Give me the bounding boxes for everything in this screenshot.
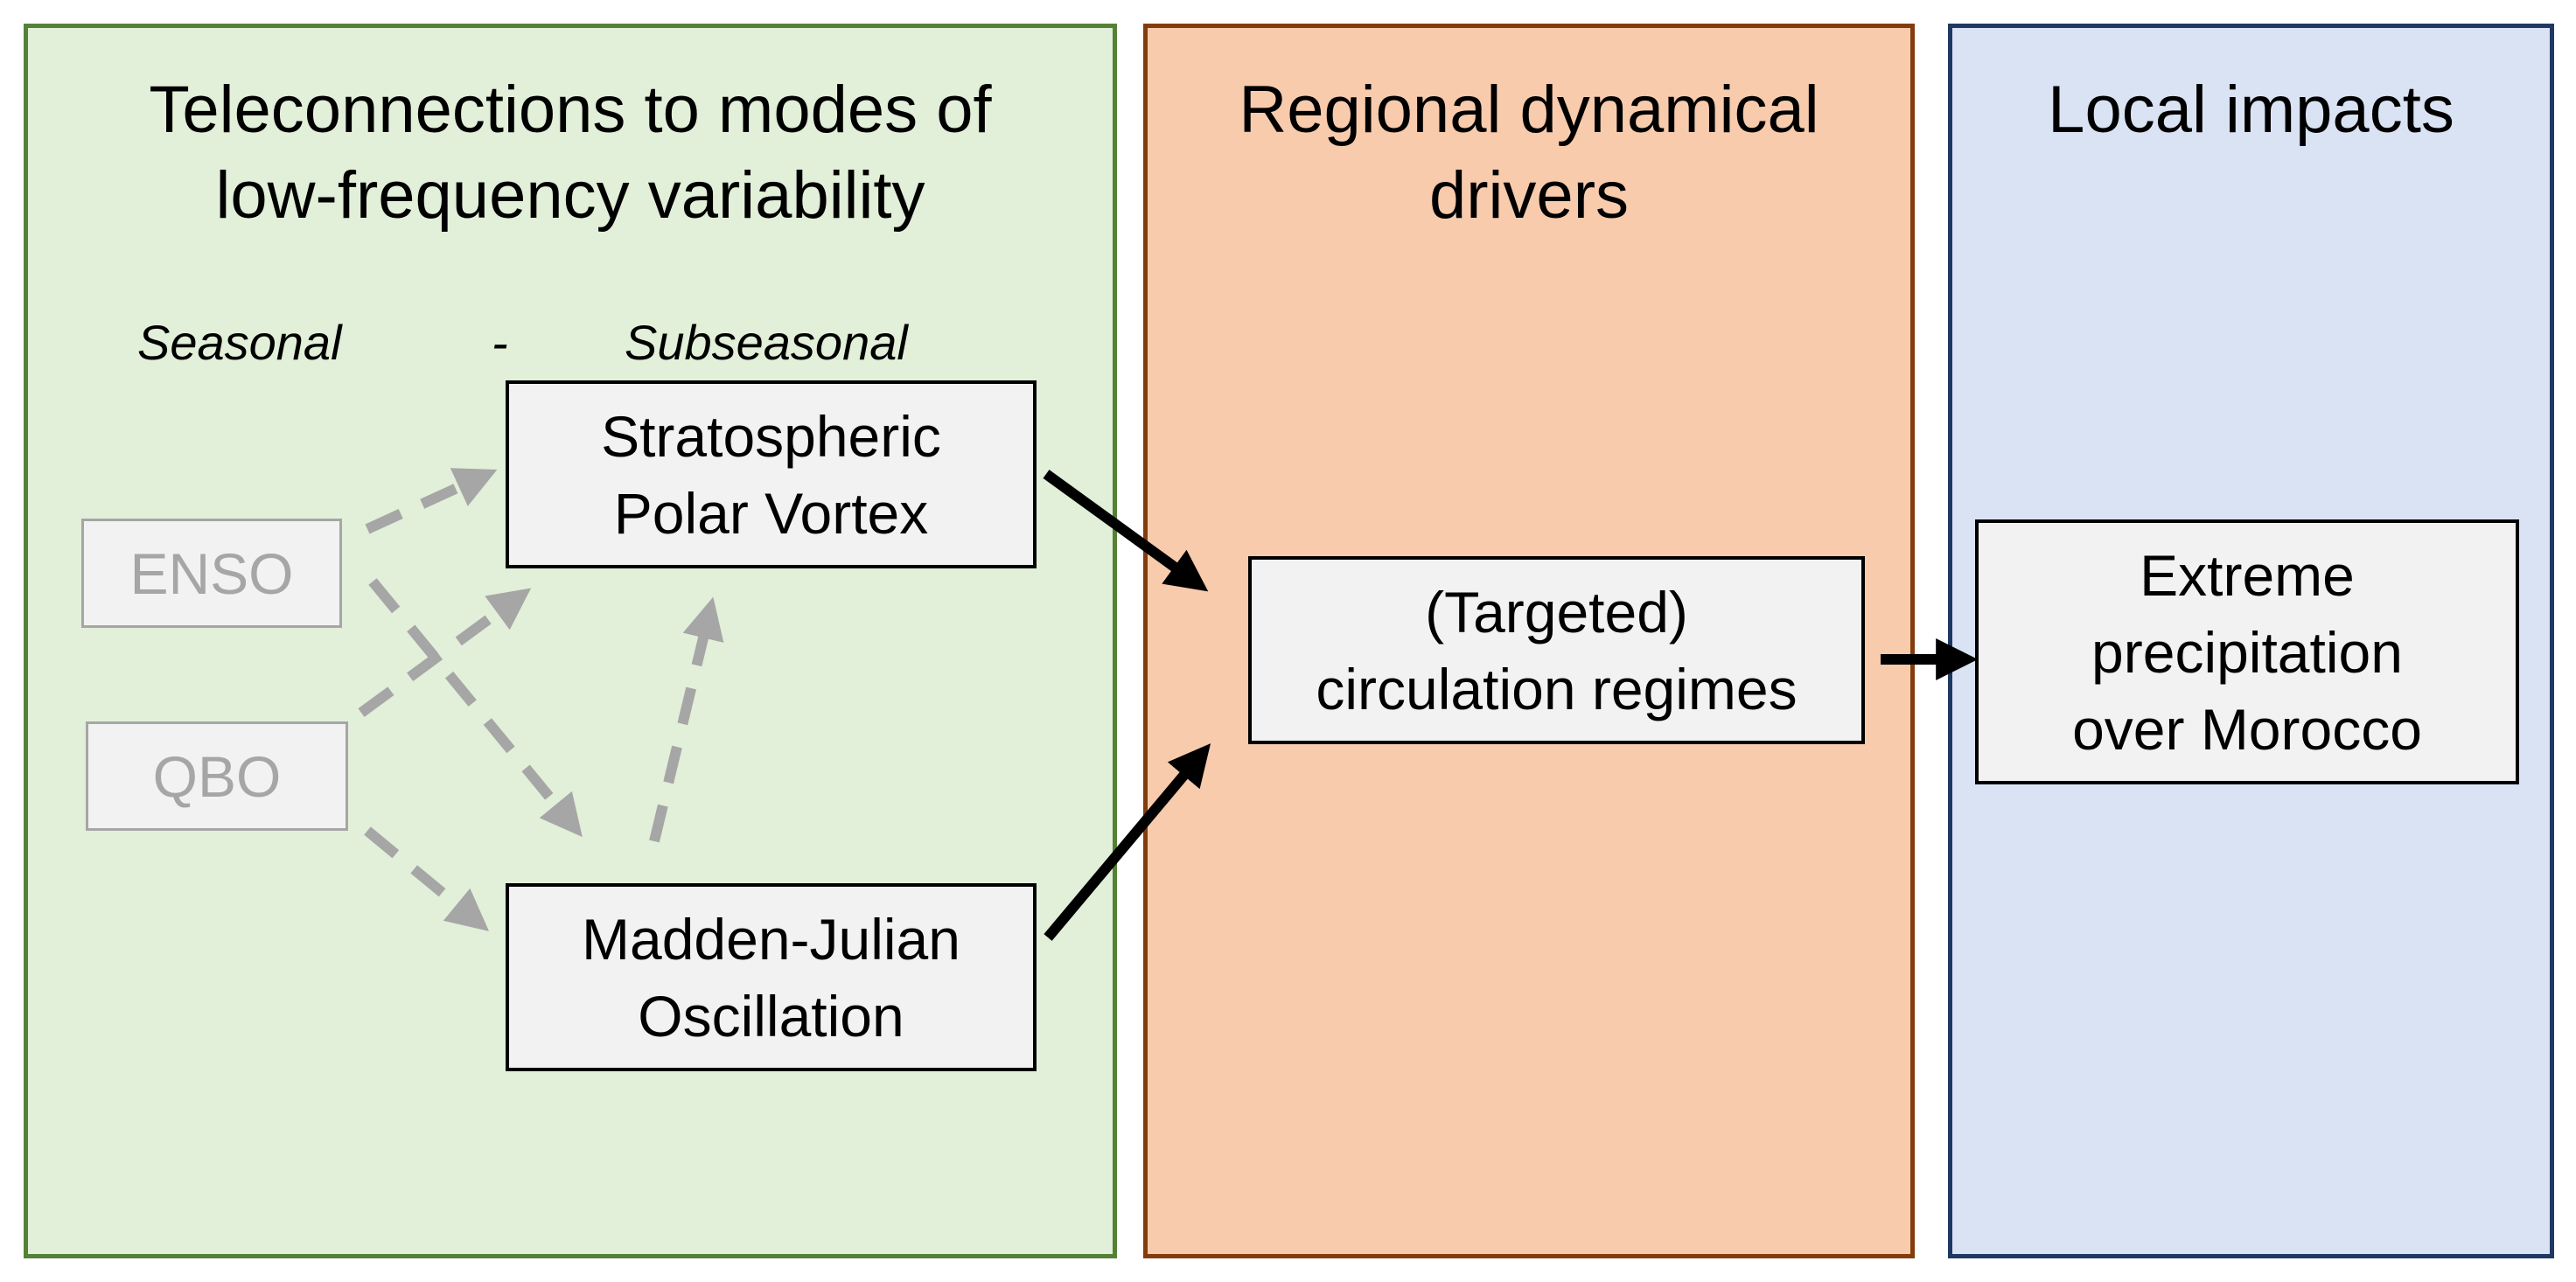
circulation-regimes-node: (Targeted) circulation regimes xyxy=(1248,556,1865,744)
extreme-precipitation-node: Extreme precipitation over Morocco xyxy=(1975,519,2519,784)
regional-drivers-panel-title: Regional dynamical drivers xyxy=(1239,73,1819,233)
seasonal-label: Seasonal xyxy=(137,315,342,370)
teleconnections-panel-title: Teleconnections to modes of low-frequenc… xyxy=(149,73,992,233)
madden-julian-oscillation-node: Madden-Julian Oscillation xyxy=(506,883,1037,1071)
stratospheric-polar-vortex-node: Stratospheric Polar Vortex xyxy=(506,380,1037,568)
enso-node: ENSO xyxy=(81,519,342,628)
local-impacts-panel-title: Local impacts xyxy=(2048,73,2454,147)
qbo-node: QBO xyxy=(86,721,348,831)
teleconnections-panel: Teleconnections to modes of low-frequenc… xyxy=(24,24,1117,1258)
subseasonal-label: Subseasonal xyxy=(625,315,908,370)
timescale-dash: - xyxy=(492,315,508,370)
